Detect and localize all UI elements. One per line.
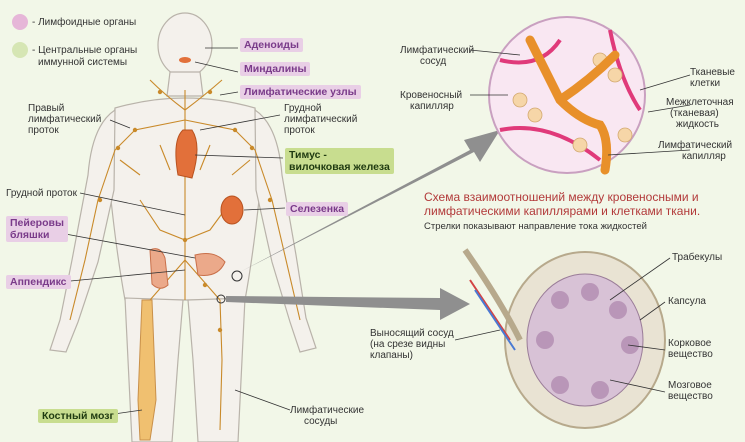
caption-title: Схема взаимоотношений между кровеносными…	[424, 190, 701, 218]
thymus-tag: Тимус - вилочковая железа	[285, 148, 394, 174]
spleen-organ	[220, 195, 244, 225]
thymus-tag-line2: вилочковая железа	[289, 161, 390, 173]
lymph-vessels-label-2: сосуды	[304, 416, 338, 427]
spleen-tag: Селезенка	[286, 202, 349, 216]
right-duct-label-3: проток	[28, 125, 59, 136]
peyer-tag: Пейеровы бляшки	[6, 216, 68, 242]
efferent-label-2: (на срезе видны	[370, 339, 446, 350]
lymph-vessel-label-2: сосуд	[420, 56, 447, 67]
lymph-vessel-label-1: Лимфатический	[400, 45, 475, 56]
human-body-figure	[49, 12, 317, 442]
thoracic-duct-label: Грудной проток	[6, 188, 77, 199]
adenoids-tag: Аденоиды	[240, 38, 303, 52]
intestine-organ	[149, 248, 169, 289]
peyer-tag-line1: Пейеровы	[10, 217, 64, 229]
tissue-cells-label-1: Тканевые	[690, 67, 735, 78]
highlight-ring-lower	[216, 294, 226, 304]
capsule-label: Капсула	[668, 296, 706, 307]
tissue-diagram-caption: Схема взаимоотношений между кровеносными…	[424, 190, 734, 234]
tissue-capillary-diagram	[488, 16, 646, 175]
lymph-node-cross-section	[462, 248, 666, 429]
legend-central-label-line1: - Центральные органы	[32, 45, 138, 56]
peyer-tag-line2: бляшки	[10, 229, 50, 241]
lymph-capillary-label-1: Лимфатический	[658, 140, 733, 151]
legend-central-swatch	[12, 42, 28, 58]
tonsils-organ	[179, 57, 191, 63]
medulla-label-1: Мозговое	[668, 380, 712, 391]
thoracic-duct-upper-label-2: лимфатический	[284, 114, 358, 125]
legend-lymphoid-label: - Лимфоидные органы	[32, 17, 137, 28]
highlight-ring-upper	[231, 270, 243, 282]
bone-marrow-organ	[137, 299, 157, 441]
cortex-label-2: вещество	[668, 349, 713, 360]
lymph-nodes-tag: Лимфатические узлы	[240, 85, 361, 99]
tonsils-tag: Миндалины	[240, 62, 311, 76]
blood-capillary-label-2: капилляр	[410, 101, 454, 112]
lymph-capillary-label-2: капилляр	[682, 151, 726, 162]
peyer-patches-organ	[194, 253, 226, 276]
blood-capillary-label-1: Кровеносный	[400, 90, 463, 101]
caption-note: Стрелки показывают направление тока жидк…	[424, 221, 647, 232]
appendix-tag: Аппендикс	[6, 275, 71, 289]
lymph-vessels-label-1: Лимфатические	[290, 405, 365, 416]
right-duct-label-1: Правый	[28, 103, 65, 114]
legend-central-label-line2: иммунной системы	[38, 57, 128, 68]
medulla-label-2: вещество	[668, 391, 713, 402]
trabeculae-label: Трабекулы	[672, 252, 723, 263]
thoracic-duct-upper-label-1: Грудной	[284, 103, 322, 114]
fluid-label-1: Межклеточная	[666, 97, 734, 108]
efferent-label-3: клапаны)	[370, 350, 413, 361]
legend-lymphoid-swatch	[12, 14, 28, 30]
right-duct-label-2: лимфатический	[28, 114, 102, 125]
efferent-label-1: Выносящий сосуд	[370, 328, 454, 339]
thymus-tag-line1: Тимус -	[289, 149, 327, 161]
fluid-label-2: (тканевая)	[670, 108, 719, 119]
bone-marrow-tag: Костный мозг	[38, 409, 118, 423]
arrow-to-tissue-diagram	[240, 130, 500, 272]
fluid-label-3: жидкость	[676, 119, 719, 130]
thoracic-duct-upper-label-3: проток	[284, 125, 315, 136]
cortex-label-1: Корковое	[668, 338, 712, 349]
tissue-cells-label-2: клетки	[690, 78, 721, 89]
arrow-to-lymph-node	[226, 288, 470, 320]
thymus-organ	[175, 129, 198, 179]
